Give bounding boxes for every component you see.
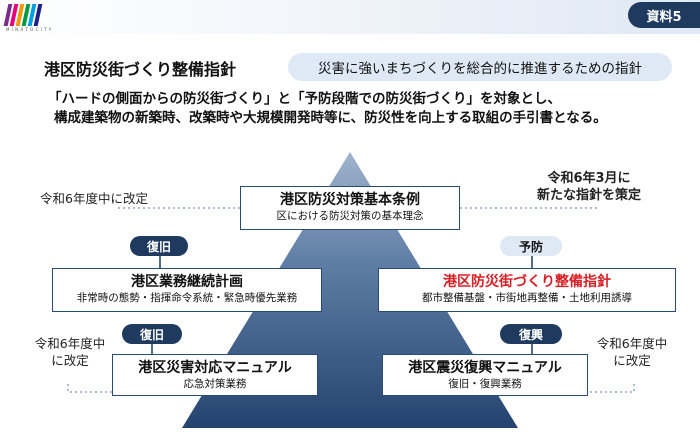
note-bottom-right: 令和6年度中 に改定 (590, 335, 674, 369)
box-reconstruction-manual-sub: 復旧・復興業務 (448, 378, 522, 390)
box-disaster-response-manual: 港区災害対応マニュアル 応急対策業務 (112, 354, 318, 396)
note-top-right-line-2: 新たな指針を策定 (536, 188, 641, 203)
note-bottom-right-line-2: に改定 (613, 353, 651, 368)
box-basic-ordinance: 港区防災対策基本条例 区における防災対策の基本理念 (240, 186, 460, 230)
document-label: 資料5 (628, 2, 700, 28)
note-bottom-left-line-2: に改定 (51, 353, 89, 368)
note-top-left: 令和6年度中に改定 (40, 191, 148, 206)
pill-prevention: 予防 (500, 236, 562, 256)
note-bottom-left: 令和6年度中 に改定 (28, 335, 112, 369)
box-business-continuity: 港区業務継続計画 非常時の態勢・指揮命令系統・緊急時優先業務 (52, 268, 322, 312)
box-basic-ordinance-title: 港区防災対策基本条例 (280, 192, 420, 208)
note-bottom-right-line-1: 令和6年度中 (596, 336, 668, 351)
page-title: 港区防災街づくり整備指針 (44, 60, 237, 79)
box-disaster-prevention-guideline-title: 港区防災街づくり整備指針 (443, 274, 611, 290)
description-line-2: 構成建築物の新築時、改築時や大規模開発時等に、防災性を向上する取組の手引書となる… (54, 110, 607, 126)
logo-text: M I N A T O C I T Y (6, 27, 52, 32)
box-reconstruction-manual: 港区震災復興マニュアル 復旧・復興業務 (382, 354, 588, 396)
description: 「ハードの側面からの防災街づくり」と「予防段階での防災街づくり」を対象とし、 構… (48, 90, 688, 128)
box-disaster-prevention-guideline-sub: 都市整備基盤・市街地再整備・土地利用誘導 (422, 292, 632, 304)
note-bottom-left-line-1: 令和6年度中 (34, 336, 106, 351)
pill-reconstruction: 復興 (500, 324, 562, 344)
connector-bottom-left (67, 384, 112, 393)
box-disaster-prevention-guideline: 港区防災街づくり整備指針 都市整備基盤・市街地再整備・土地利用誘導 (378, 268, 676, 312)
top-banner (0, 0, 700, 34)
pill-recovery-upper: 復旧 (130, 236, 188, 256)
note-top-right: 令和6年3月に 新たな指針を策定 (504, 170, 674, 204)
box-business-continuity-title: 港区業務継続計画 (131, 274, 243, 290)
connector-bottom-right (588, 384, 635, 393)
box-business-continuity-sub: 非常時の態勢・指揮命令系統・緊急時優先業務 (76, 292, 298, 304)
minato-city-logo: M I N A T O C I T Y (3, 4, 52, 32)
page-subtitle: 災害に強いまちづくりを総合的に推進するための指針 (288, 53, 672, 81)
note-top-right-line-1: 令和6年3月に (547, 171, 631, 186)
description-line-1: 「ハードの側面からの防災街づくり」と「予防段階での防災街づくり」を対象とし、 (48, 91, 561, 107)
box-basic-ordinance-sub: 区における防災対策の基本理念 (276, 210, 424, 222)
box-reconstruction-manual-title: 港区震災復興マニュアル (408, 360, 562, 376)
box-disaster-response-manual-sub: 応急対策業務 (183, 378, 247, 390)
box-disaster-response-manual-title: 港区災害対応マニュアル (138, 360, 292, 376)
pill-recovery-lower: 復旧 (122, 324, 182, 344)
